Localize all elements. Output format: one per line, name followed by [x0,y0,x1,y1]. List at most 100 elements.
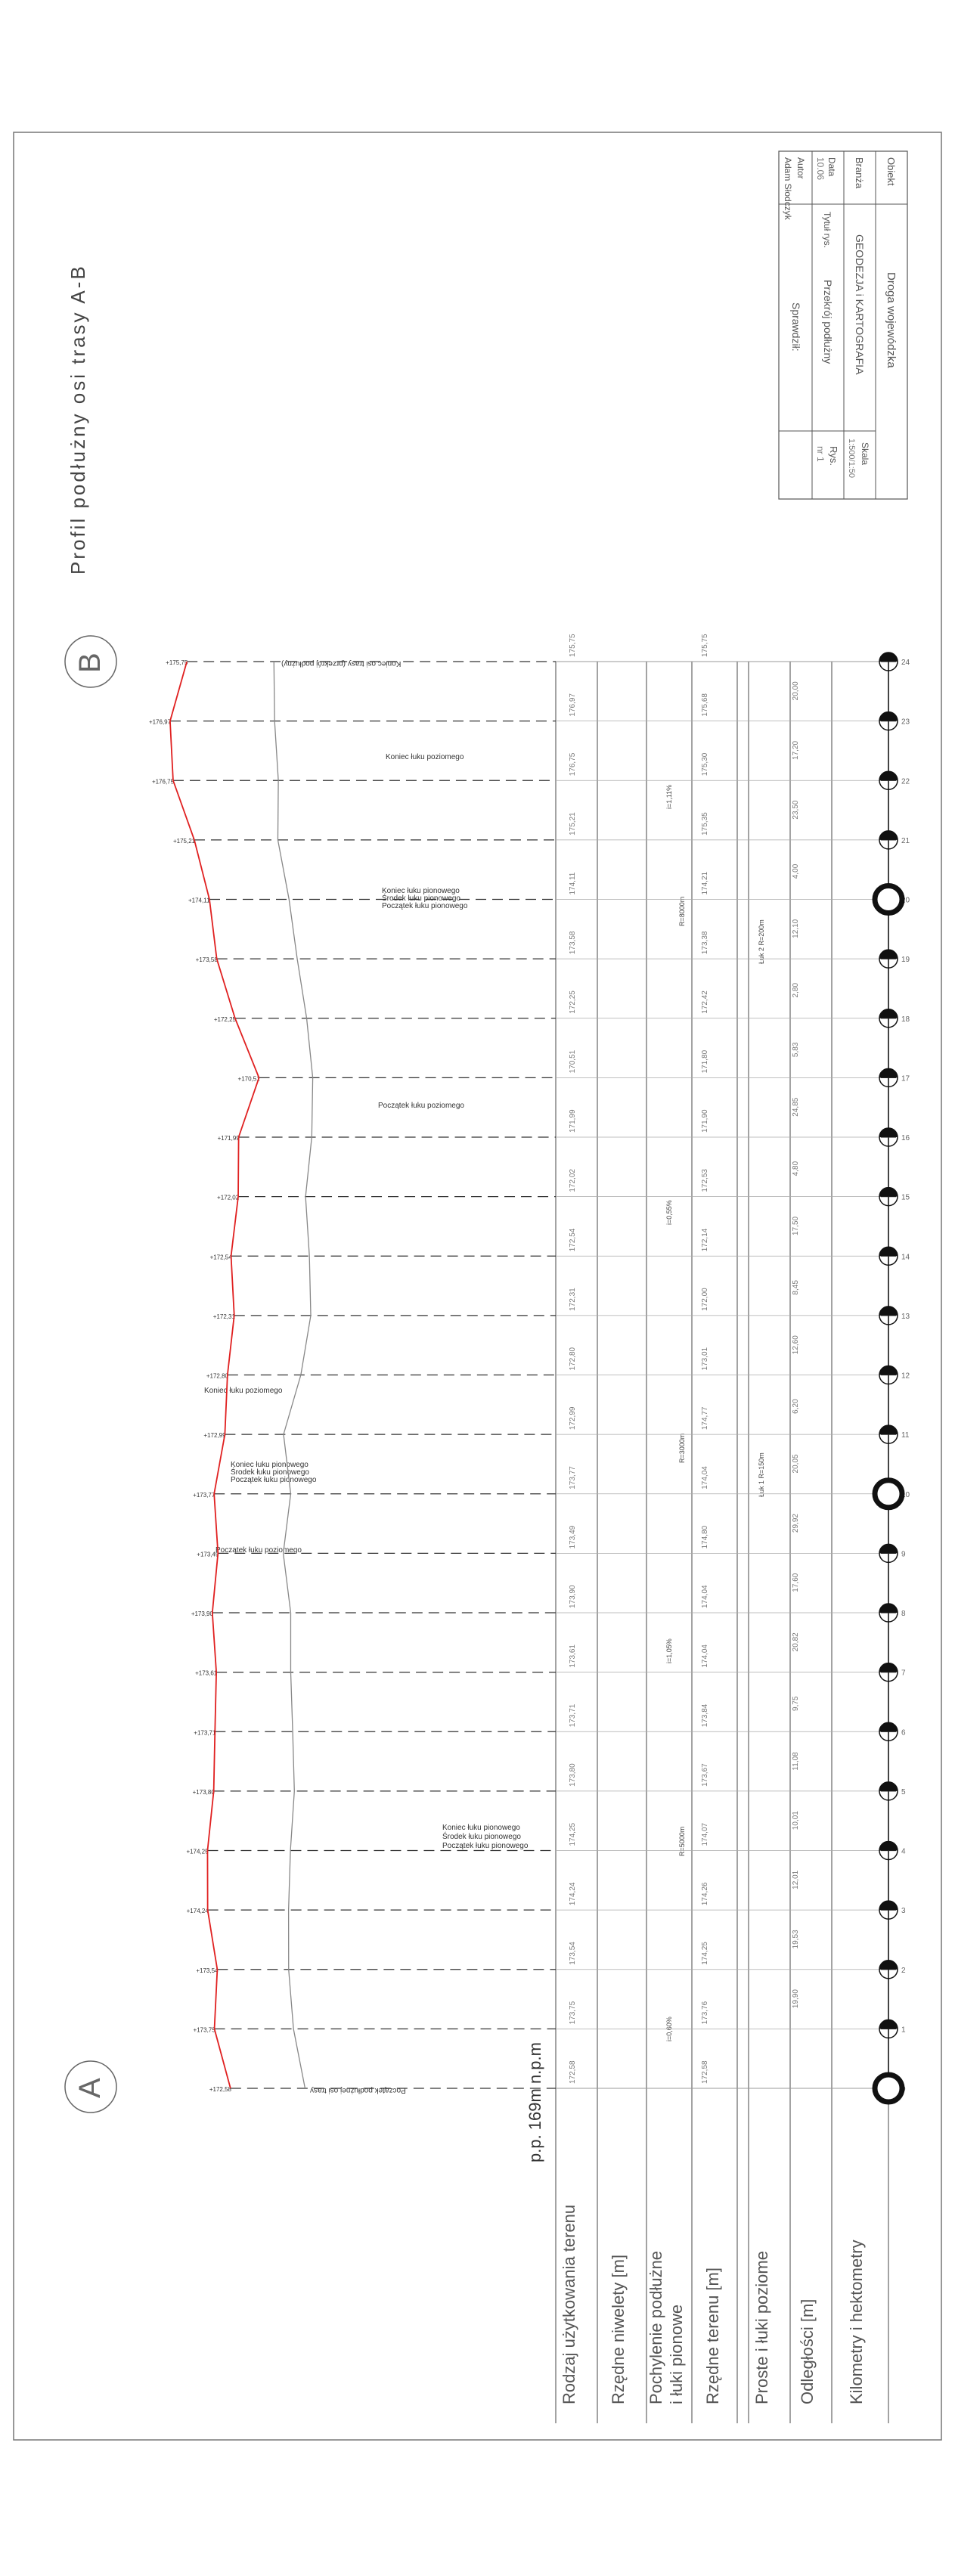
point-marker-b: B [64,635,117,688]
tb-object-value: Droga wojewódzka [885,272,898,368]
station-marker [879,1128,898,1137]
terrain-elevation: 174,07 [701,1822,709,1846]
grade-elevation: 173,49 [569,1525,577,1548]
terrain-elevation: 175,35 [701,812,709,835]
station-marker [879,1068,898,1078]
point-a-label: A [73,2078,107,2098]
grade-elevation: 176,75 [569,752,577,776]
station-marker-ring [879,1306,898,1325]
chainage-label: 21 [901,837,910,845]
station-marker-ring [879,1246,898,1266]
terrain-elevation: 174,21 [701,871,709,894]
chainage-label: 6 [901,1728,906,1737]
station-marker-ring [879,1186,898,1207]
chainage-label: 5 [901,1788,906,1796]
chainage-label: 17 [901,1074,910,1083]
chainage-label: 14 [901,1253,910,1261]
grade-elevation: 175,75 [569,634,577,657]
tb-fig-label: Rys. [828,446,839,466]
grade-point-label: +173,90 [191,1610,214,1617]
grade-elevation: 173,75 [569,2001,577,2024]
grade-point-label: +173,71 [194,1729,216,1736]
chainage-label: 2 [901,1967,906,1975]
distance-value: 10,01 [792,1811,800,1830]
terrain-elevation: 171,80 [701,1049,709,1073]
tb-drawing-value: Przekrój podłużny [822,280,834,364]
grade-point-label: +171,99 [218,1135,240,1142]
grade-point-label: +172,58 [209,2086,232,2093]
tb-checked-label: Sprawdził: [790,302,802,352]
annotation-tangent-end-1: Koniec łuku poziomego [386,753,464,761]
chainage-label: 11 [901,1431,910,1440]
curve-label-3: R=8000m [678,897,686,926]
distance-value: 2,80 [792,983,800,998]
station-marker-ring [879,1009,898,1028]
distance-value: 24,85 [792,1097,800,1116]
station-marker [879,711,898,721]
grade-elevation: 173,71 [569,1703,577,1727]
distance-value: 6,20 [792,1399,800,1414]
distance-value: 5,83 [792,1042,800,1057]
chainage-label: 20 [901,897,910,905]
hectometer-marker [872,1477,905,1511]
straight-label-1: Łuk 1 R=150m [758,1452,765,1497]
terrain-elevation: 173,84 [701,1703,709,1727]
distance-value: 19,90 [792,1989,800,2008]
grade-elevation: 172,80 [569,1347,577,1370]
station-marker-ring [879,1603,898,1623]
chainage-label: 12 [901,1372,910,1381]
annotation-curve-start-3: Początek łuku pionowego [442,1842,529,1850]
band-annotations: i=0,60% i=1,05% i=0,55% i=1,11% R=5000m … [665,785,765,2041]
grade-point-label: +170,51 [238,1075,261,1082]
straight-label-2: Łuk 2 R=200m [758,919,765,964]
grade-elevation: 173,61 [569,1644,577,1668]
tb-phase-value: GEODEZJA i KARTOGRAFIA [854,234,866,375]
distance-value: 12,60 [792,1335,800,1354]
grade-point-label: +176,97 [149,719,172,726]
distance-value: 20,05 [792,1454,800,1473]
row-label-grade: Rzędne niwelety [m] [609,2255,628,2404]
terrain-elevation: 172,58 [701,2060,709,2084]
terrain-elevation: 173,38 [701,931,709,954]
grade-elevation: 172,02 [569,1169,577,1192]
tb-scale-label: Skala [860,442,870,465]
terrain-elevation: 172,42 [701,990,709,1014]
station-marker-ring [879,949,898,969]
chainage-label: 19 [901,956,910,964]
station-marker-ring [879,2019,898,2039]
distance-value: 29,92 [792,1514,800,1533]
grade-point-label: +173,61 [195,1670,218,1677]
grade-elevation: 172,54 [569,1228,577,1251]
annotation-tangent-end-2: Koniec łuku poziomego [204,1387,283,1395]
terrain-line [273,661,314,2089]
row-label-slopes-1: Pochylenie podłużne [646,2251,665,2404]
distance-value: 12,10 [792,919,800,938]
grade-point-label: +173,58 [196,956,219,963]
station-marker-ring [879,770,898,790]
station-marker-ring [879,1365,898,1385]
annotation-curve-end-3: Koniec łuku pionowego [442,1824,520,1832]
station-marker [879,2020,898,2029]
station-marker-ring [879,711,898,731]
annotation-curve-mid-3: Środek łuku pionowego [442,1831,521,1841]
annotations: Koniec osi trasy (przekrój podłużny) Poc… [204,659,529,2094]
grade-elevation: 173,80 [569,1763,577,1787]
station-marker [879,950,898,959]
chainage-label: 24 [901,659,910,667]
chainage-label: 15 [901,1194,910,1202]
grade-point-label: +172,54 [210,1254,233,1260]
distance-value: 20,00 [792,681,800,700]
chainage-label: 16 [901,1134,910,1142]
grade-elevation: 172,99 [569,1406,577,1430]
grade-point-label: +173,75 [194,2026,216,2033]
grade-point-label: +175,21 [173,838,196,845]
grade-point-label: +174,24 [187,1908,209,1914]
annotation-curve-mid-1: Środek łuku pionowego [382,893,460,903]
station-marker [879,1425,898,1435]
chainage-label: 23 [901,718,910,727]
distance-value: 11,08 [792,1752,800,1771]
terrain-elevation: 175,75 [701,634,709,657]
grade-elevation: 176,97 [569,693,577,717]
station-marker-ring [879,1068,898,1088]
